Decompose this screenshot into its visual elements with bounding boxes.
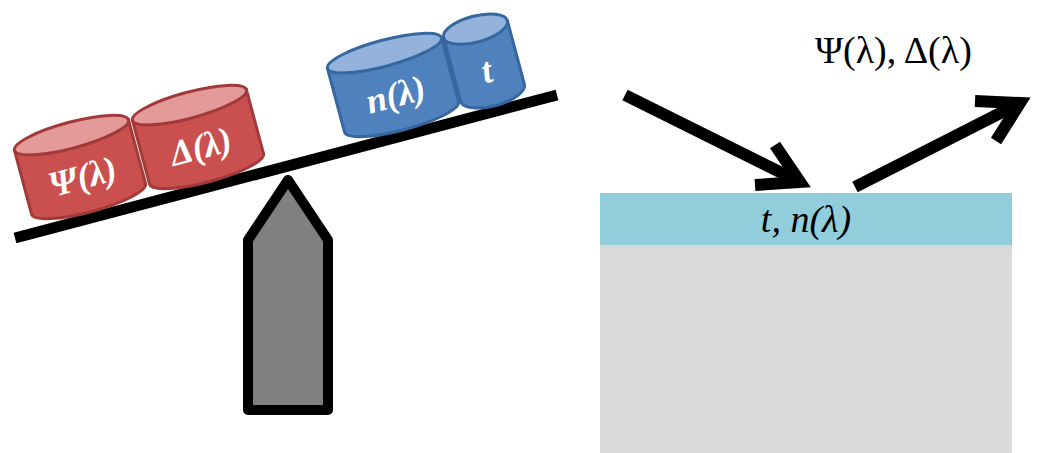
substrate	[600, 245, 1012, 453]
output-label: Ψ(λ), Δ(λ)	[815, 28, 972, 72]
fulcrum	[248, 180, 328, 410]
incident-beam	[625, 95, 796, 180]
arrow-head	[975, 101, 1020, 141]
reflected-beam	[855, 105, 1016, 187]
cylinder-top	[440, 8, 510, 50]
arrow-head	[755, 145, 800, 185]
layer-label: t, n(λ)	[600, 193, 1012, 245]
thin-film-layer: t, n(λ)	[600, 193, 1012, 245]
